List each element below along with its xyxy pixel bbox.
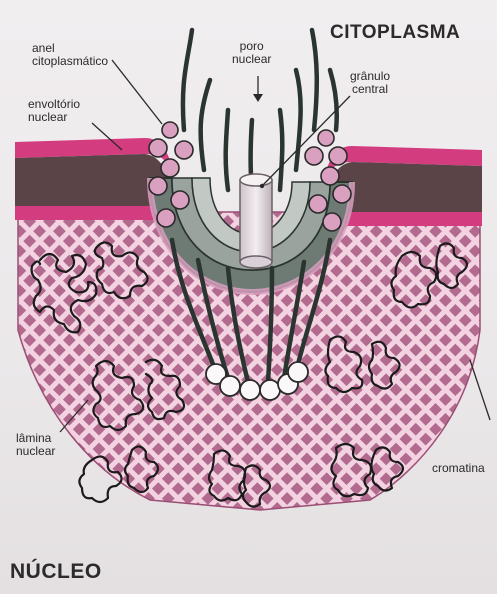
nucleo-title: NÚCLEO xyxy=(10,560,102,584)
central-granule xyxy=(240,174,272,268)
label-chromatin: cromatina xyxy=(432,462,485,475)
label-nuclear-lamina: lâmina nuclear xyxy=(16,432,55,458)
label-nuclear-pore-line2: nuclear xyxy=(232,53,271,66)
label-nuclear-lamina-line2: nuclear xyxy=(16,445,55,458)
label-cytoplasmic-ring: anel citoplasmático xyxy=(32,42,108,68)
label-central-granule-line2: central xyxy=(350,83,390,96)
pointer-dot xyxy=(260,184,264,188)
label-nuclear-pore: poro nuclear xyxy=(232,40,271,66)
label-cytoplasmic-ring-line2: citoplasmático xyxy=(32,55,108,68)
arrow-head xyxy=(253,94,263,102)
label-central-granule: grânulo central xyxy=(350,70,390,96)
label-nuclear-envelope-line2: nuclear xyxy=(28,111,80,124)
citoplasma-title: CITOPLASMA xyxy=(330,22,460,44)
label-nuclear-envelope: envoltório nuclear xyxy=(28,98,80,124)
